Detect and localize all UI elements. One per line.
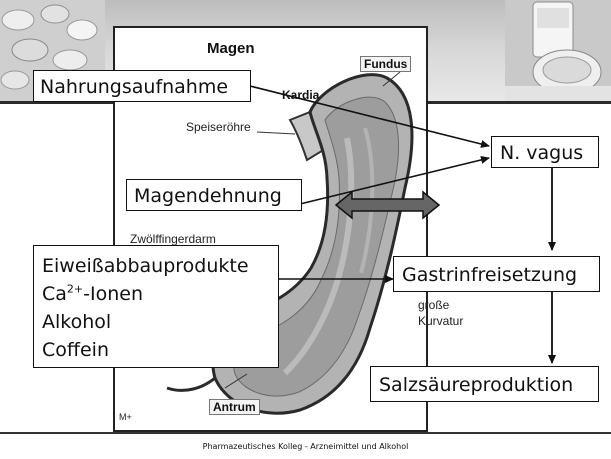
arrow-nahrung-vagus	[250, 86, 489, 146]
stimulus-alkohol: Alkohol	[42, 308, 270, 336]
stimulus-coffein: Coffein	[42, 336, 270, 364]
box-stimuli: Eiweißabbauprodukte Ca2+-Ionen Alkohol C…	[33, 245, 279, 368]
arrow-dehnung-vagus	[300, 158, 489, 204]
box-n-vagus: N. vagus	[491, 136, 599, 168]
stretch-double-arrow	[336, 192, 439, 218]
box-salzsaeureproduktion: Salzsäureproduktion	[370, 366, 599, 402]
stimulus-calcium: Ca2+-Ionen	[42, 280, 270, 308]
box-nahrungsaufnahme: Nahrungsaufnahme	[33, 70, 251, 102]
footer-text: Pharmazeutisches Kolleg - Arzneimittel u…	[0, 442, 611, 451]
stimulus-eiweiss: Eiweißabbauprodukte	[42, 252, 270, 280]
box-magendehnung: Magendehnung	[126, 179, 302, 211]
footer-rule	[0, 432, 611, 434]
box-gastrinfreisetzung: Gastrinfreisetzung	[393, 256, 600, 292]
